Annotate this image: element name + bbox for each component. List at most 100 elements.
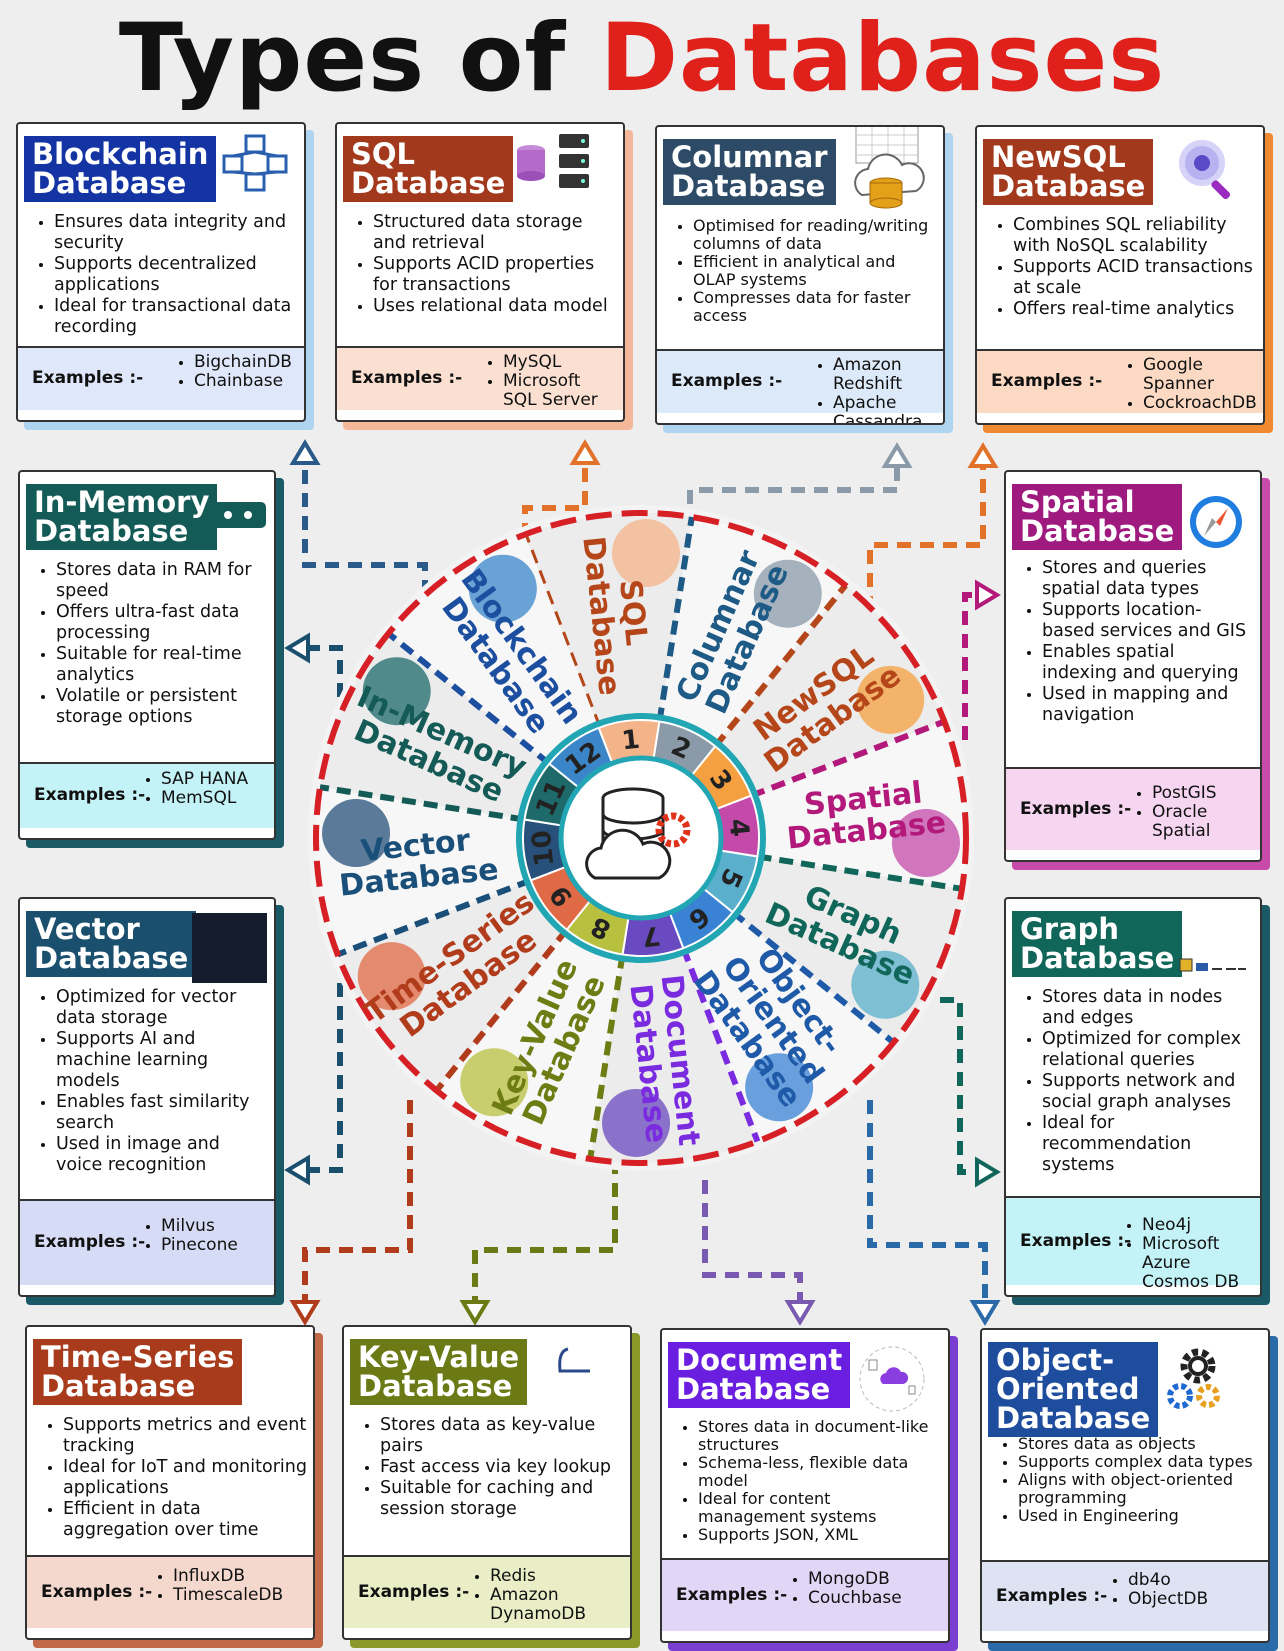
arrow-head-icon (569, 439, 601, 465)
feature-list: Supports metrics and event trackingIdeal… (37, 1415, 307, 1541)
ram-module-icon (208, 500, 268, 534)
example-item: PostGIS (1152, 783, 1256, 803)
example-item: InfluxDB (173, 1566, 309, 1586)
examples-label: Examples :- (358, 1581, 470, 1602)
inner-ring (516, 713, 766, 963)
connector-line (867, 458, 986, 610)
columnar-card: Columnar DatabaseOptimised for reading/w… (655, 125, 953, 433)
example-item: ObjectDB (1128, 1589, 1264, 1609)
connector-line (300, 960, 343, 1173)
vector-square-icon (192, 913, 267, 987)
examples-list: RedisAmazon DynamoDB (464, 1566, 626, 1624)
keyvalue-card: Key-Value DatabaseStores data as key-val… (342, 1325, 640, 1648)
feature-item: Uses relational data model (373, 296, 617, 317)
examples-section: Examples :- BigchainDBChainbase (18, 346, 304, 410)
gears-icon (1162, 1344, 1232, 1418)
feature-item: Supports JSON, XML (698, 1526, 942, 1544)
feature-list: Stores data in nodes and edgesOptimized … (1016, 987, 1254, 1176)
sector-accent (357, 942, 426, 1011)
server-database-icon (515, 130, 595, 204)
examples-list: BigchainDBChainbase (168, 353, 300, 391)
examples-section: Examples :-RedisAmazon DynamoDB (344, 1555, 630, 1628)
example-item: db4o (1128, 1570, 1264, 1590)
sector-accent (856, 665, 925, 734)
objoriented-title: Object- Oriented Database (988, 1342, 1159, 1437)
examples-label: Examples :- (676, 1584, 788, 1605)
example-item: MongoDB (808, 1569, 944, 1589)
examples-list: Google SpannerCockroachDB (1117, 356, 1259, 413)
feature-item: Supports ACID transactions at scale (1013, 257, 1257, 299)
examples-label: Examples :- (1020, 1230, 1132, 1251)
feature-item: Ideal for content management systems (698, 1490, 942, 1526)
feature-item: Supports ACID properties for transaction… (373, 254, 617, 296)
feature-item: Enables fast similarity search (56, 1092, 268, 1134)
sector-label-line: SQL (612, 578, 654, 648)
sector-accent (460, 1048, 529, 1117)
graph-bars-icon (1178, 955, 1248, 979)
timeseries-card: Time-Series DatabaseSupports metrics and… (25, 1325, 323, 1648)
arrow-head-icon (284, 1154, 310, 1186)
document-card: Document DatabaseStores data in document… (660, 1328, 958, 1651)
connector-line (940, 997, 985, 1175)
feature-item: Aligns with object-oriented programming (1018, 1471, 1262, 1507)
example-item: CockroachDB (1143, 394, 1259, 413)
arrow-head-icon (284, 632, 310, 664)
sector-number: 10 (527, 829, 561, 868)
sector-accent (891, 808, 960, 877)
example-item: Couchbase (808, 1588, 944, 1608)
feature-list: Stores data in document-like structuresS… (672, 1418, 942, 1544)
feature-item: Supports location-based services and GIS (1042, 600, 1254, 642)
feature-item: Efficient in data aggregation over time (63, 1499, 307, 1541)
sector-divider (336, 877, 532, 958)
card-body: Graph DatabaseStores data in nodes and e… (1004, 897, 1262, 1297)
newsql-card: NewSQL DatabaseCombines SQL reliability … (975, 125, 1273, 433)
feature-item: Efficient in analytical and OLAP systems (693, 253, 937, 289)
example-item: Milvus (161, 1217, 270, 1236)
feature-item: Optimised for reading/writing columns of… (693, 217, 937, 253)
feature-item: Ideal for transactional data recording (54, 296, 298, 338)
examples-list: SAP HANAMemSQL (135, 770, 270, 808)
feature-item: Stores and queries spatial data types (1042, 558, 1254, 600)
feature-item: Stores data in nodes and edges (1042, 987, 1254, 1029)
example-item: MySQL (503, 353, 619, 372)
inmemory-card: In-Memory DatabaseStores data in RAM for… (18, 470, 284, 848)
feature-item: Suitable for caching and session storage (380, 1478, 624, 1520)
feature-item: Enables spatial indexing and querying (1042, 642, 1254, 684)
connector-line (472, 1160, 618, 1310)
example-item: TimescaleDB (173, 1585, 309, 1605)
examples-section: Examples :-MongoDBCouchbase (662, 1558, 948, 1631)
sector-divider (680, 947, 761, 1143)
examples-list: MongoDBCouchbase (782, 1569, 944, 1608)
columnar-title: Columnar Database (663, 139, 836, 205)
examples-label: Examples :- (32, 368, 144, 388)
feature-item: Used in Engineering (1018, 1507, 1262, 1525)
examples-label: Examples :- (34, 1232, 146, 1252)
vector-title: Vector Database (26, 911, 197, 977)
columns-cloud-icon (852, 127, 932, 217)
feature-item: Stores data as key-value pairs (380, 1415, 624, 1457)
title-part1: Types of (118, 4, 567, 113)
feature-item: Fast access via key lookup (380, 1457, 624, 1478)
sector-divider (712, 583, 848, 749)
title-part2: Databases (599, 4, 1166, 113)
arrow-head-icon (967, 442, 999, 468)
card-body: Document DatabaseStores data in document… (660, 1328, 950, 1643)
feature-item: Optimized for complex relational queries (1042, 1029, 1254, 1071)
sector-divider (587, 954, 626, 1160)
feature-list: Optimised for reading/writing columns of… (667, 217, 937, 325)
feature-item: Combines SQL reliability with NoSQL scal… (1013, 215, 1257, 257)
feature-item: Supports AI and machine learning models (56, 1029, 268, 1092)
sector-divider (750, 718, 946, 799)
key-bracket-icon (554, 1345, 594, 1379)
sector-divider (730, 909, 896, 1045)
feature-list: Combines SQL reliability with NoSQL scal… (987, 215, 1257, 320)
example-item: BigchainDB (194, 353, 300, 372)
blockchain-title: Blockchain Database (24, 136, 217, 202)
sector-accent (611, 519, 680, 588)
feature-item: Supports metrics and event tracking (63, 1415, 307, 1457)
connector-line (867, 1100, 988, 1310)
arrow-head-icon (289, 439, 321, 465)
feature-item: Ideal for recommendation systems (1042, 1113, 1254, 1176)
feature-list: Ensures data integrity and securitySuppo… (28, 212, 298, 338)
examples-section: Examples :-Amazon RedshiftApache Cassand… (657, 349, 943, 423)
